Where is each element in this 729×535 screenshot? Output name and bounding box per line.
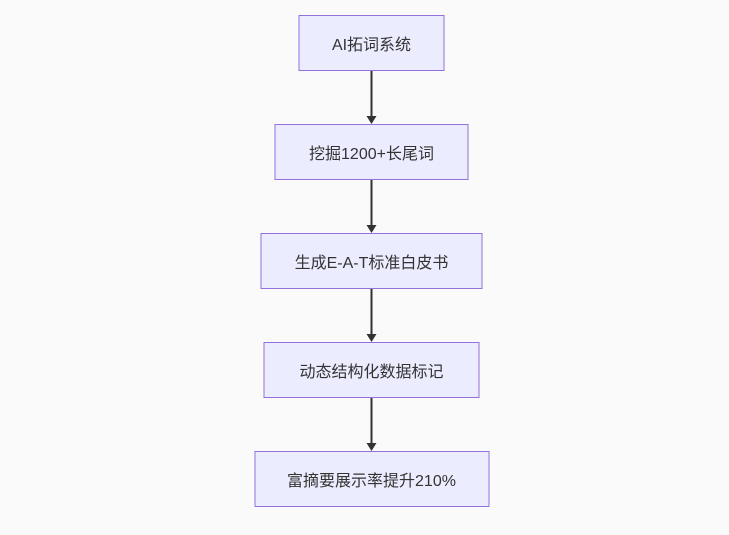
arrow-line (370, 289, 373, 334)
flowchart: AI拓词系统 挖掘1200+长尾词 生成E-A-T标准白皮书 动态结构化数据标记 (254, 15, 489, 507)
flow-node-longtail-keywords: 挖掘1200+长尾词 (274, 124, 469, 180)
flow-arrow-4 (366, 398, 377, 451)
flow-arrow-1 (366, 71, 377, 124)
flow-node-eat-whitepaper: 生成E-A-T标准白皮书 (260, 233, 483, 289)
flow-node-ai-system: AI拓词系统 (298, 15, 445, 71)
flow-node-rich-snippet-rate: 富摘要展示率提升210% (254, 451, 489, 507)
flow-node-label: 挖掘1200+长尾词 (309, 146, 434, 163)
flow-node-structured-data: 动态结构化数据标记 (263, 342, 480, 398)
arrow-line (370, 71, 373, 116)
flow-node-label: 生成E-A-T标准白皮书 (294, 255, 449, 272)
arrow-head-icon (366, 225, 377, 233)
flow-arrow-2 (366, 180, 377, 233)
flow-node-label: 动态结构化数据标记 (299, 364, 444, 381)
arrow-head-icon (366, 334, 377, 342)
flow-node-label: 富摘要展示率提升210% (287, 473, 456, 490)
arrow-line (370, 180, 373, 225)
flow-arrow-3 (366, 289, 377, 342)
arrow-head-icon (366, 116, 377, 124)
arrow-head-icon (366, 443, 377, 451)
arrow-line (370, 398, 373, 443)
flow-node-label: AI拓词系统 (331, 37, 412, 54)
